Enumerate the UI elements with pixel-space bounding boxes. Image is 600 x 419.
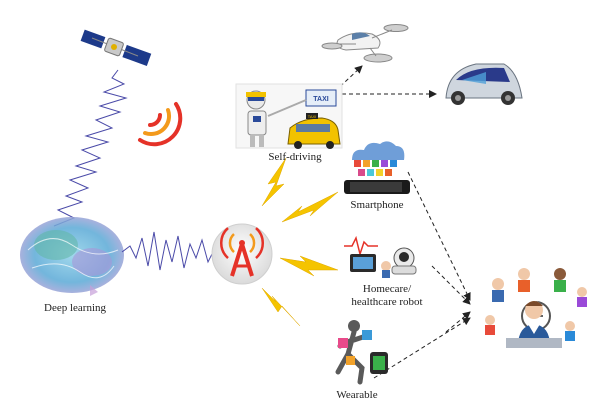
autonomous-car-icon — [445, 63, 523, 105]
robot-taxi-icon: TAXI TAXI — [235, 83, 343, 149]
label-homecare-line2: healthcare robot — [351, 296, 423, 308]
lightning-bolt-icon — [261, 157, 339, 327]
drone-taxi-icon — [321, 24, 409, 63]
dashed-arrows — [329, 65, 471, 379]
label-smartphone: Smartphone — [350, 199, 404, 211]
antenna-tower-icon — [211, 223, 273, 285]
satellite-signal-wave — [53, 69, 128, 227]
doctor-with-patients-icon — [485, 268, 587, 348]
brain-signal-wave — [121, 231, 215, 271]
label-wearable: Wearable — [336, 389, 378, 401]
smartphone-apps-icon — [344, 141, 410, 194]
wearable-runner-icon — [335, 320, 388, 385]
taxi-roof-text: TAXI — [308, 114, 317, 119]
wireless-signal-icon — [138, 102, 183, 147]
label-homecare-line1: Homecare/ — [362, 283, 412, 295]
taxi-sign-text: TAXI — [313, 96, 328, 103]
homecare-robot-icon — [344, 235, 417, 278]
brain-icon — [20, 217, 124, 296]
label-self-driving: Self-driving — [268, 151, 322, 163]
satellite-icon — [80, 29, 152, 67]
label-deep-learning: Deep learning — [44, 302, 106, 314]
